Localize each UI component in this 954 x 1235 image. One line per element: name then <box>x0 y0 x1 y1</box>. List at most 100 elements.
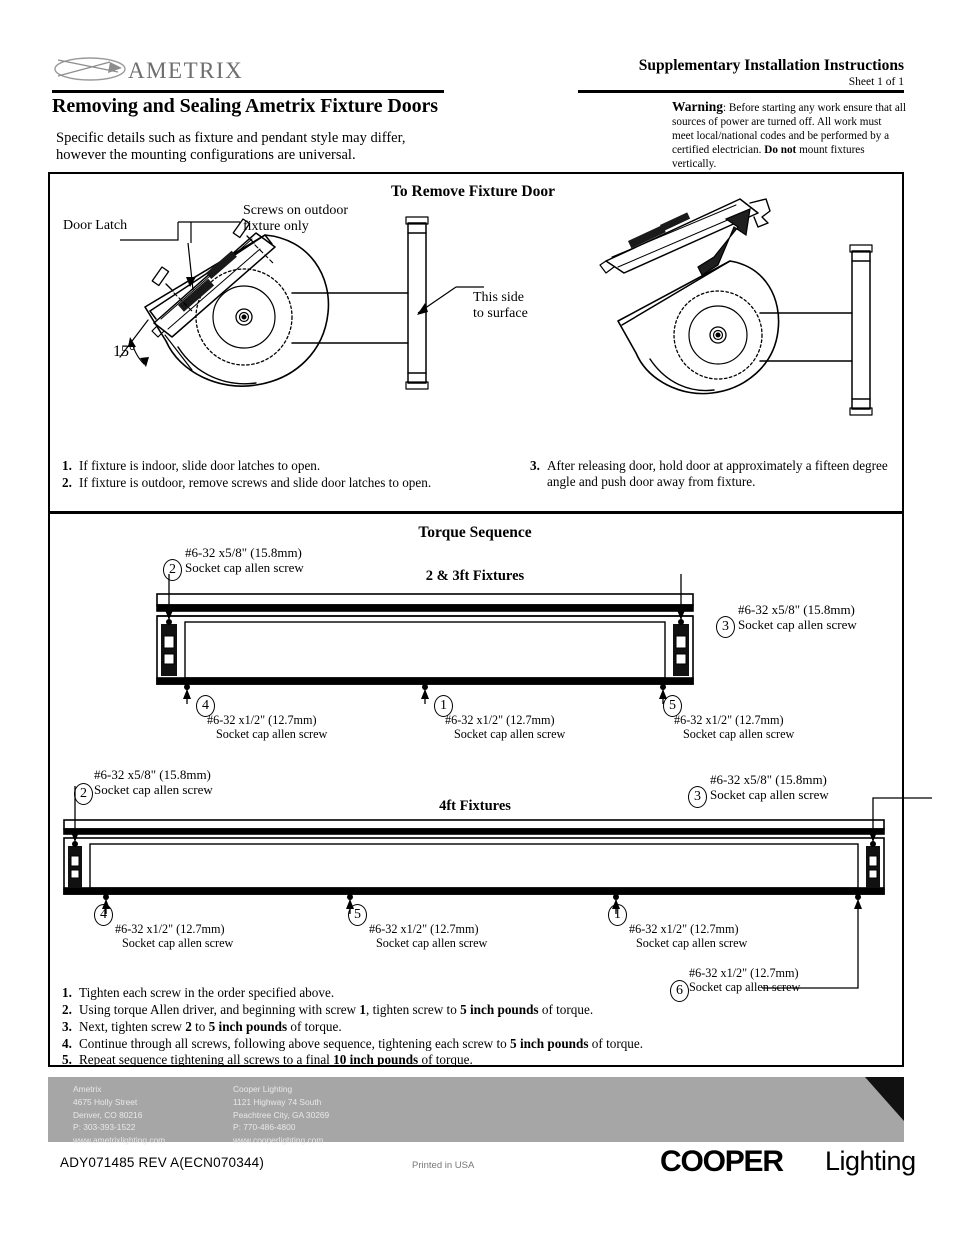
callout-text: #6-32 x1/2" (12.7mm) Socket cap allen sc… <box>445 713 625 741</box>
screw-type-line: Socket cap allen screw <box>122 935 234 950</box>
footer-address-cooper: Cooper Lighting 1121 Highway 74 South Pe… <box>233 1083 329 1147</box>
motion-arrow-icon <box>697 208 751 276</box>
screw-type-line: Socket cap allen screw <box>376 935 488 950</box>
callout-text: #6-32 x5/8" (15.8mm) Socket cap allen sc… <box>710 772 885 802</box>
panel-divider <box>48 511 904 514</box>
callout-badge: 1 <box>434 695 453 717</box>
intro-paragraph: Specific details such as fixture and pen… <box>56 130 476 164</box>
footer-swoosh-graphic <box>600 1077 904 1162</box>
outdoor-screws-line-2: fixture only <box>243 219 309 235</box>
step-text-bold-2: 10 inch pounds <box>333 1052 419 1068</box>
step-text: Next, tighten screw 2 to 5 inch pounds o… <box>79 1019 822 1035</box>
screw-size-line: #6-32 x1/2" (12.7mm) <box>445 713 555 727</box>
callout-badge: 2 <box>74 783 93 805</box>
lighting-wordmark: Lighting <box>825 1146 916 1176</box>
step-text: If fixture is outdoor, remove screws and… <box>79 474 432 490</box>
screw-size-line: #6-32 x1/2" (12.7mm) <box>115 922 225 936</box>
screw-size-line: #6-32 x5/8" (15.8mm) <box>710 772 827 787</box>
callout-text: #6-32 x1/2" (12.7mm) Socket cap allen sc… <box>115 922 295 950</box>
street: 1121 Highway 74 South <box>233 1096 322 1107</box>
callout-text: #6-32 x5/8" (15.8mm) Socket cap allen sc… <box>185 545 360 575</box>
callout-badge: 6 <box>670 980 689 1002</box>
warning-bold-tail: Do not <box>764 144 797 157</box>
screw-size-line: #6-32 x5/8" (15.8mm) <box>185 545 302 560</box>
header-rule-left <box>52 90 444 93</box>
screw-size-line: #6-32 x1/2" (12.7mm) <box>207 713 317 727</box>
intro-line-1: Specific details such as fixture and pen… <box>56 130 406 146</box>
screw-size-line: #6-32 x1/2" (12.7mm) <box>369 922 479 936</box>
torque-steps-list: 1. Tighten each screw in the order speci… <box>62 985 822 1069</box>
callout-badge: 1 <box>608 904 627 926</box>
callout-text: #6-32 x1/2" (12.7mm) Socket cap allen sc… <box>369 922 549 950</box>
company-name: Cooper Lighting <box>233 1084 293 1094</box>
list-item: 1. Tighten each screw in the order speci… <box>62 985 822 1001</box>
page-title: Removing and Sealing Ametrix Fixture Doo… <box>52 95 438 117</box>
screw-type-line: Socket cap allen screw <box>689 979 801 994</box>
step-text-bold-2: 5 inch pounds <box>460 1001 539 1017</box>
step-text: Tighten each screw in the order specifie… <box>79 985 822 1001</box>
callout-badge: 4 <box>94 904 113 926</box>
step-text-pre: Next, tighten screw <box>79 1018 186 1034</box>
callout-text: #6-32 x1/2" (12.7mm) Socket cap allen sc… <box>674 713 854 741</box>
screw-type-line: Socket cap allen screw <box>738 616 857 632</box>
surface-line-2: to surface <box>473 306 528 322</box>
callout-badge: 3 <box>688 786 707 808</box>
screw-type-line: Socket cap allen screw <box>185 559 304 575</box>
list-item: 5. Repeat sequence tightening all screws… <box>62 1052 822 1068</box>
fixture-23ft-title: 2 & 3ft Fixtures <box>425 568 525 584</box>
outdoor-screws-label: Screws on outdoor fixture only <box>243 203 393 235</box>
cooper-wordmark: COOPER <box>660 1145 784 1178</box>
city: Peachtree City, GA 30269 <box>233 1109 330 1120</box>
remove-steps-left: 1. If fixture is indoor, slide door latc… <box>62 458 482 492</box>
website[interactable]: www.ametrixlighting.com <box>73 1135 166 1146</box>
step-text-bold-1: 2 <box>185 1018 192 1034</box>
list-item: 3. After releasing door, hold door at ap… <box>530 458 900 490</box>
list-item: 2. Using torque Allen driver, and beginn… <box>62 1002 822 1018</box>
warning-label: Warning <box>672 99 724 114</box>
list-item: 4. Continue through all screws, followin… <box>62 1036 822 1052</box>
torque-section-title: Torque Sequence <box>418 524 532 541</box>
cooper-lighting-logo: COOPER Lighting <box>660 1140 916 1185</box>
footer-address-ametrix: Ametrix 4675 Holly Street Denver, CO 802… <box>73 1083 165 1147</box>
door-latch-label: Door Latch <box>63 218 128 233</box>
step-number: 1. <box>62 985 72 1000</box>
list-item: 2. If fixture is outdoor, remove screws … <box>62 475 482 491</box>
step-number: 4. <box>62 1035 72 1051</box>
printed-in-usa: Printed in USA <box>412 1160 475 1171</box>
fixture-4ft-title: 4ft Fixtures <box>439 798 511 814</box>
step-text-post: of torque. <box>287 1018 342 1034</box>
header-rule-right <box>578 90 904 93</box>
step-text-post: of torque. <box>588 1035 644 1051</box>
fixture-door-open-diagram <box>60 195 520 455</box>
step-text: Continue through all screws, following a… <box>79 1036 822 1052</box>
callout-text: #6-32 x5/8" (15.8mm) Socket cap allen sc… <box>738 602 913 632</box>
angle-value: 15 <box>113 343 129 360</box>
callout-text: #6-32 x5/8" (15.8mm) Socket cap allen sc… <box>94 767 269 797</box>
screw-size-line: #6-32 x1/2" (12.7mm) <box>689 966 799 980</box>
screw-type-line: Socket cap allen screw <box>710 786 829 802</box>
step-text-post: of torque. <box>418 1052 473 1068</box>
step-number: 2. <box>62 474 72 490</box>
intro-line-2: however the mounting configurations are … <box>56 147 356 164</box>
ametrix-wordmark: AMETRIX <box>128 58 243 83</box>
angle-label: 15° <box>113 343 135 361</box>
callout-badge: 4 <box>196 695 215 717</box>
sheet-label: Sheet 1 of 1 <box>848 76 904 88</box>
step-text-pre: Using torque Allen driver, and beginning… <box>79 1001 360 1017</box>
fixture-door-removed-diagram <box>590 195 900 455</box>
remove-steps-right: 3. After releasing door, hold door at ap… <box>530 458 900 491</box>
surface-line-1: This side <box>473 290 524 305</box>
phone: P: 770-486-4800 <box>233 1122 296 1133</box>
phone: P: 303-393-1522 <box>73 1122 136 1133</box>
supplementary-title: Supplementary Installation Instructions <box>638 57 904 74</box>
step-text-bold-1: 1 <box>359 1001 366 1017</box>
screw-size-line: #6-32 x1/2" (12.7mm) <box>629 922 739 936</box>
step-text-pre: Repeat sequence tightening all screws to… <box>79 1052 334 1068</box>
list-item: 3. Next, tighten screw 2 to 5 inch pound… <box>62 1019 822 1035</box>
website[interactable]: www.cooperlighting.com <box>233 1135 324 1146</box>
callout-badge: 2 <box>163 559 182 581</box>
step-number: 5. <box>62 1052 72 1068</box>
step-number: 1. <box>62 458 72 473</box>
step-text-post: of torque. <box>538 1001 594 1017</box>
ametrix-swoosh-icon: AMETRIX <box>54 57 242 83</box>
